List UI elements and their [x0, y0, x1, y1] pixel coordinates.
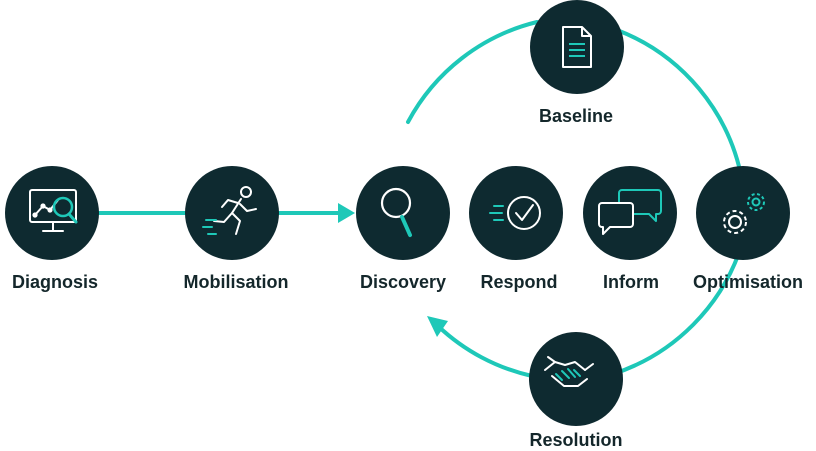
document-icon [562, 26, 592, 68]
label-diagnosis: Diagnosis [12, 272, 98, 292]
label-resolution: Resolution [530, 430, 623, 450]
connectors [96, 20, 744, 378]
node-diagnosis [5, 166, 99, 260]
cycle-arc-bottom-right [611, 242, 744, 376]
node-discovery [356, 166, 450, 260]
cycle-arc-top [406, 20, 539, 124]
node-respond [469, 166, 563, 260]
handshake-icon [544, 356, 594, 387]
label-baseline: Baseline [539, 106, 613, 126]
gears-icon [723, 193, 765, 234]
node-inform [583, 166, 677, 260]
label-inform: Inform [603, 272, 659, 292]
magnifier-icon [380, 187, 412, 237]
node-optimisation [696, 166, 790, 260]
cycle-arc-top-right [615, 28, 744, 182]
node-resolution [529, 332, 623, 426]
check-circle-icon [489, 196, 541, 230]
node-mobilisation [185, 166, 279, 260]
label-discovery: Discovery [360, 272, 446, 292]
arrowhead-to-discovery-cycle [427, 316, 448, 337]
label-optimisation: Optimisation [693, 272, 803, 292]
label-mobilisation: Mobilisation [184, 272, 289, 292]
label-respond: Respond [480, 272, 557, 292]
monitor-magnifier-icon [29, 189, 78, 232]
arrowhead-to-discovery [338, 203, 355, 223]
cycle-arc-bottom-left [436, 324, 534, 378]
running-person-icon [202, 186, 257, 235]
chat-bubbles-icon [598, 189, 662, 235]
node-baseline [530, 0, 624, 94]
